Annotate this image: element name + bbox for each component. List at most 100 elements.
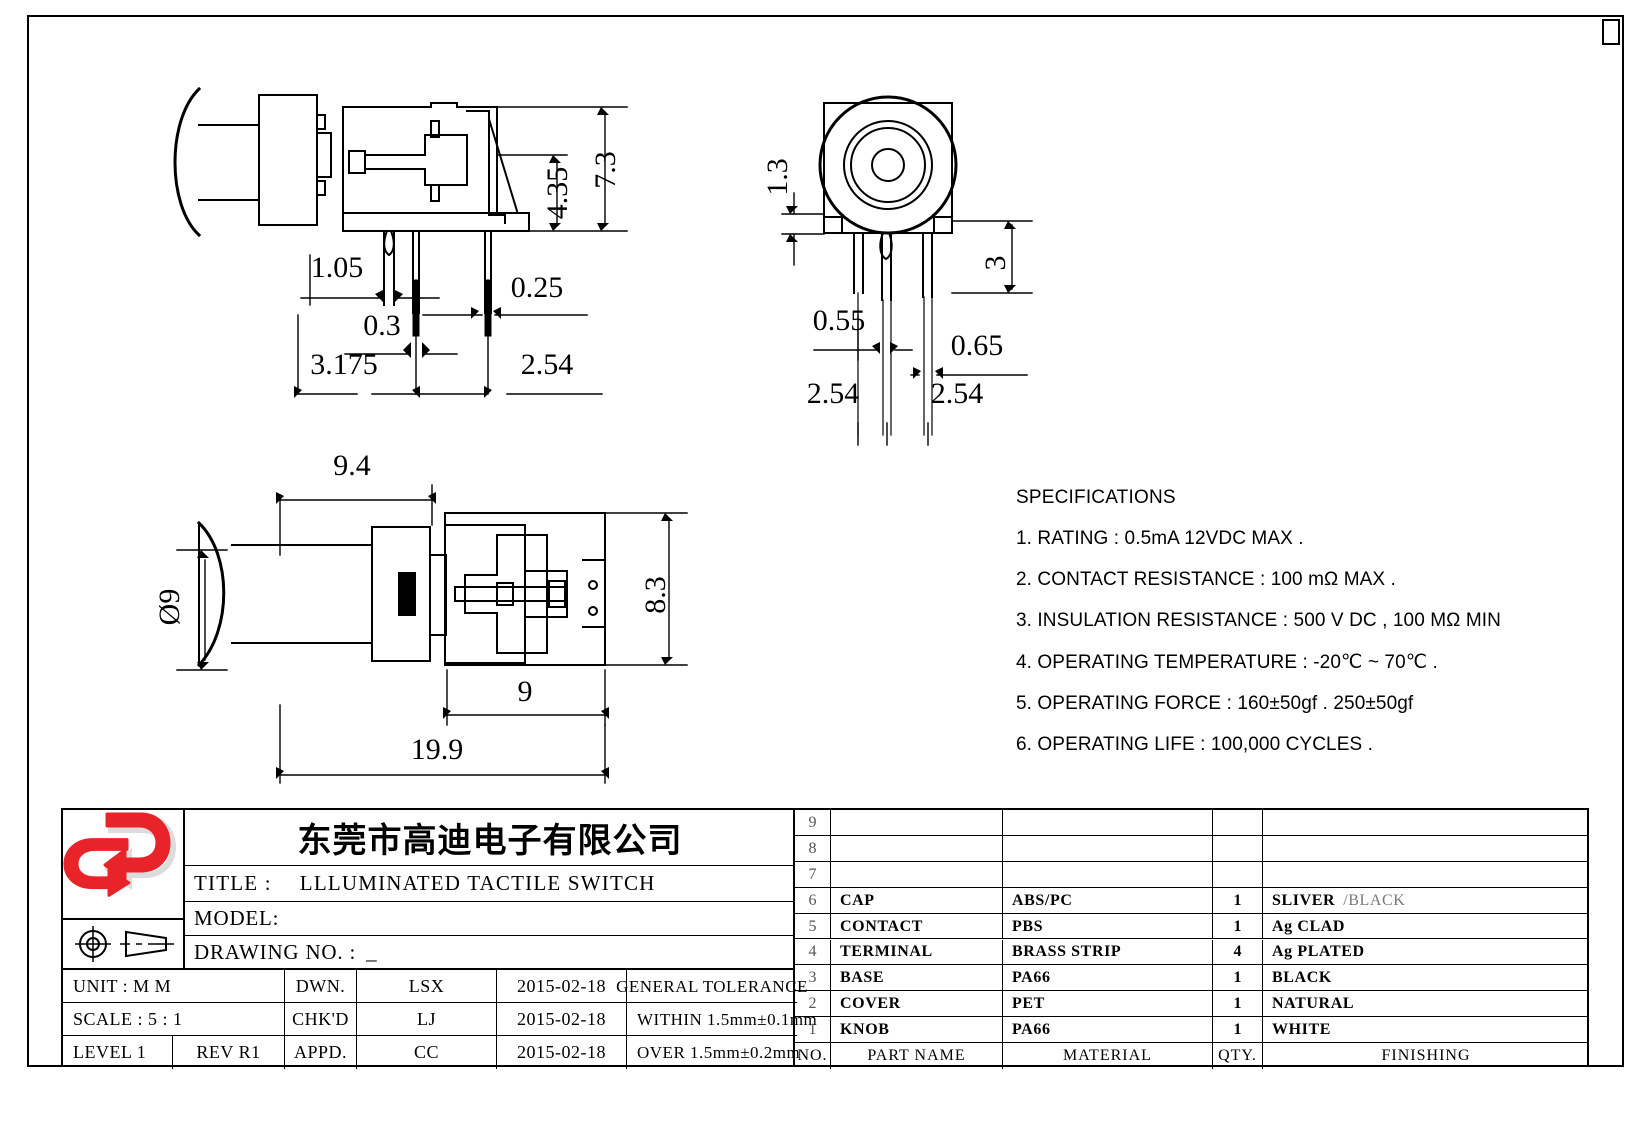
cell-appd-date: 2015-02-18 [497, 1036, 627, 1069]
side-view-geometry [173, 86, 530, 337]
bom-qty-9 [1213, 810, 1263, 836]
spec-item-4: 4. OPERATING TEMPERATURE : -20℃ ~ 70℃ . [1016, 652, 1438, 673]
parts-list: 9 8 7 [795, 808, 1589, 1069]
dim-9-4: 9.4 [333, 449, 371, 482]
bom-qty-4: 4 [1213, 939, 1263, 966]
model-label: MODEL: [194, 906, 280, 930]
bom-mat-9 [1003, 810, 1213, 836]
bom-row-2: 2 COVER PET 1 NATURAL [795, 991, 1589, 1018]
dim-8-3: 8.3 [639, 576, 672, 614]
cell-tolerance-header: GENERAL TOLERANCE [616, 976, 808, 996]
specifications-block: SPECIFICATIONS 1. RATING : 0.5mA 12VDC M… [1016, 487, 1536, 775]
bom-name-3: BASE [831, 965, 1003, 992]
spec-item-3: 3. INSULATION RESISTANCE : 500 V DC , 10… [1016, 610, 1501, 631]
bom-mat-6: ABS/PC [1003, 887, 1213, 914]
title-block-row-level: LEVEL 1 REV R1 APPD. CC 2015-02-18 OVER … [63, 1036, 801, 1069]
spec-item-2: 2. CONTACT RESISTANCE : 100 mΩ MAX . [1016, 569, 1396, 590]
cell-chkd-date: 2015-02-18 [497, 1003, 627, 1036]
bom-row-4: 4 TERMINAL BRASS STRIP 4 Ag PLATED [795, 939, 1589, 966]
drawing-no-cell: DRAWING NO. : _ [185, 936, 795, 970]
dim-1-3: 1.3 [761, 158, 794, 196]
bom-name-2: COVER [831, 991, 1003, 1018]
bom-qty-6: 1 [1213, 887, 1263, 914]
spec-item-1: 1. RATING : 0.5mA 12VDC MAX . [1016, 528, 1304, 549]
cell-chkd-value: LJ [357, 1003, 497, 1036]
dim-4-35: 4.35 [541, 167, 574, 220]
cell-tolerance-over: OVER 1.5mm±0.2mm [637, 1042, 801, 1062]
bom-no-8: 8 [795, 835, 831, 862]
bom-fin-4: Ag PLATED [1272, 943, 1365, 961]
cell-level: LEVEL 1 [63, 1036, 173, 1069]
dim-3-175: 3.175 [310, 348, 378, 381]
dim-0-65: 0.65 [951, 329, 1004, 362]
dim-2-54-b: 2.54 [807, 377, 860, 410]
bom-row-3: 3 BASE PA66 1 BLACK [795, 965, 1589, 992]
bom-mat-2: PET [1003, 991, 1213, 1018]
bom-no-6: 6 [795, 887, 831, 914]
bom-no-1: 1 [795, 1017, 831, 1044]
bom-row-6: 6 CAP ABS/PC 1 SLIVER /BLACK [795, 887, 1589, 914]
bom-qty-8 [1213, 835, 1263, 862]
bom-row-9: 9 [795, 810, 1589, 836]
bom-no-2: 2 [795, 991, 831, 1018]
cell-dwn-label: DWN. [285, 970, 357, 1003]
dim-dia-9: Ø9 [153, 589, 186, 626]
title-block: 东莞市高迪电子有限公司 TITLE : LLLUMINATED TACTILE … [61, 808, 1589, 1069]
bom-name-1: KNOB [831, 1017, 1003, 1044]
cell-dwn-date: 2015-02-18 [497, 970, 627, 1003]
drawing-no-label: DRAWING NO. : [194, 939, 357, 964]
bom-qty-7 [1213, 861, 1263, 888]
dim-2-54-c: 2.54 [931, 377, 984, 410]
bom-fin-3: BLACK [1272, 969, 1332, 987]
dim-9: 9 [518, 675, 533, 708]
dim-3: 3 [979, 256, 1012, 271]
bom-fin-6-main: SLIVER [1272, 891, 1336, 909]
bom-table: 9 8 7 [795, 810, 1589, 1069]
company-logo [63, 810, 185, 920]
specifications-heading: SPECIFICATIONS [1016, 487, 1176, 508]
bom-header-no: NO. [795, 1043, 831, 1069]
top-view-dimensions [176, 484, 688, 784]
drawing-no-value: _ [366, 939, 378, 964]
bom-name-4: TERMINAL [831, 939, 1003, 966]
bom-no-4: 4 [795, 939, 831, 966]
cell-tolerance-within: WITHIN 1.5mm±0.1mm [637, 1009, 818, 1029]
bom-fin-8 [1263, 836, 1589, 862]
spec-item-6: 6. OPERATING LIFE : 100,000 CYCLES . [1016, 734, 1374, 755]
cell-appd-value: CC [357, 1036, 497, 1069]
top-view-geometry [196, 512, 606, 668]
dim-0-25: 0.25 [511, 271, 564, 304]
bom-mat-8 [1003, 835, 1213, 862]
dim-19-9: 19.9 [411, 733, 464, 766]
bom-name-7 [831, 861, 1003, 888]
bom-row-7: 7 [795, 861, 1589, 888]
front-view-dimensions [781, 192, 1033, 446]
cell-appd-label: APPD. [285, 1036, 357, 1069]
bom-fin-5: Ag CLAD [1272, 917, 1346, 935]
dim-0-55: 0.55 [813, 304, 866, 337]
first-angle-projection-icon [74, 926, 111, 962]
bom-name-9 [831, 810, 1003, 836]
model-cell: MODEL: [185, 902, 795, 936]
bom-fin-7 [1263, 862, 1589, 888]
title-label: TITLE : [194, 871, 272, 895]
bom-name-6: CAP [831, 887, 1003, 914]
bom-header-mat: MATERIAL [1003, 1043, 1213, 1069]
bom-header-qty: QTY. [1213, 1043, 1263, 1069]
recycle-arrow-icon [63, 812, 177, 897]
bom-fin-6-sub: /BLACK [1343, 891, 1406, 909]
bom-no-7: 7 [795, 861, 831, 888]
corner-mark [1602, 19, 1620, 45]
bom-header-fin: FINISHING [1381, 1047, 1471, 1065]
bom-fin-2: NATURAL [1272, 995, 1355, 1013]
drawing-views: 7.3 4.35 1.05 0.3 0.25 3.175 2.54 1.3 3 … [153, 86, 1033, 784]
bom-mat-4: BRASS STRIP [1003, 939, 1213, 966]
cone-projection-icon [119, 930, 174, 958]
title-block-row-unit: UNIT : M M DWN. LSX 2015-02-18 GENERAL T… [63, 970, 808, 1003]
bom-row-5: 5 CONTACT PBS 1 Ag CLAD [795, 913, 1589, 940]
bom-no-9: 9 [795, 810, 831, 836]
bom-name-8 [831, 835, 1003, 862]
bom-mat-7 [1003, 861, 1213, 888]
title-block-row-scale: SCALE : 5 : 1 CHK'D LJ 2015-02-18 WITHIN… [63, 1003, 818, 1036]
drawing-title-cell: TITLE : LLLUMINATED TACTILE SWITCH [185, 866, 795, 902]
